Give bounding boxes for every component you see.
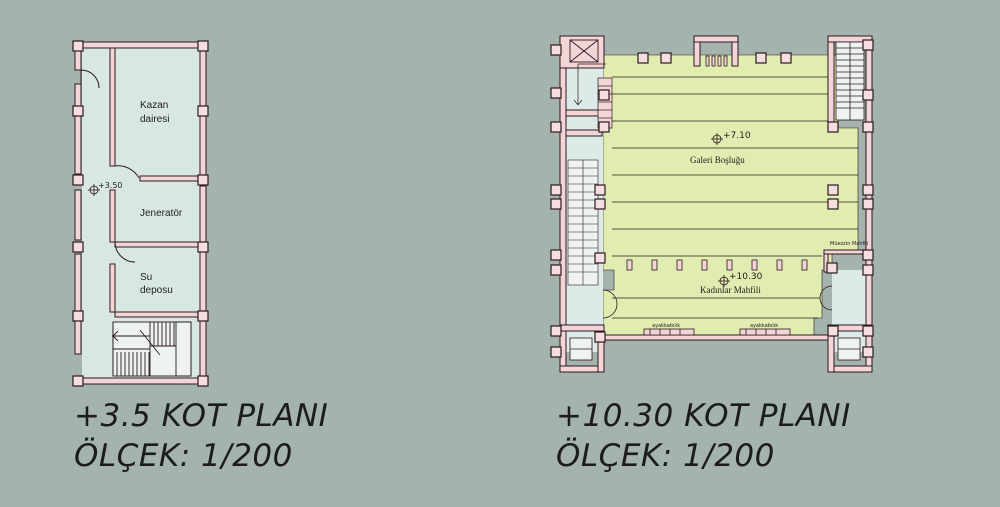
gallery-area <box>602 54 859 336</box>
right-plan-title: +10.30 KOT PLANI <box>556 398 851 434</box>
level-label-left: +3.50 <box>98 181 123 190</box>
left-plan-scale: ÖLÇEK: 1/200 <box>74 438 293 474</box>
left-long-stair <box>567 159 599 286</box>
shoe-rack-label-left: ayakkabılık <box>652 323 680 329</box>
gallery-level-label: +7.10 <box>723 131 751 141</box>
left-plan-title: +3.5 KOT PLANI <box>74 398 329 434</box>
level-marker-icon <box>718 275 730 287</box>
left-plan: +3.50 Kazan dairesi Jeneratör Su deposu <box>72 40 209 387</box>
gallery-void-label: Galeri Boşluğu <box>690 155 745 165</box>
right-plan: ayakkabılık ayakkabılık +7.10 Galeri Boş… <box>550 35 874 373</box>
left-stair <box>112 321 192 377</box>
shoe-rack-label-right: ayakkabılık <box>750 323 778 329</box>
room-label-water-2: deposu <box>140 285 173 296</box>
room-label-boiler-2: dairesi <box>140 114 169 125</box>
right-plan-scale: ÖLÇEK: 1/200 <box>556 438 775 474</box>
room-label-generator: Jeneratör <box>140 208 183 219</box>
womens-level-label: +10.30 <box>729 272 763 282</box>
muezzin-label: Müezzin Mahfili <box>830 241 868 247</box>
room-label-water-1: Su <box>140 272 152 283</box>
right-tower-stair <box>835 41 865 121</box>
level-marker-icon <box>88 184 100 196</box>
room-label-boiler-1: Kazan <box>140 100 168 111</box>
level-marker-icon <box>711 133 723 145</box>
womens-gallery-label: Kadınlar Mahfili <box>700 285 761 295</box>
